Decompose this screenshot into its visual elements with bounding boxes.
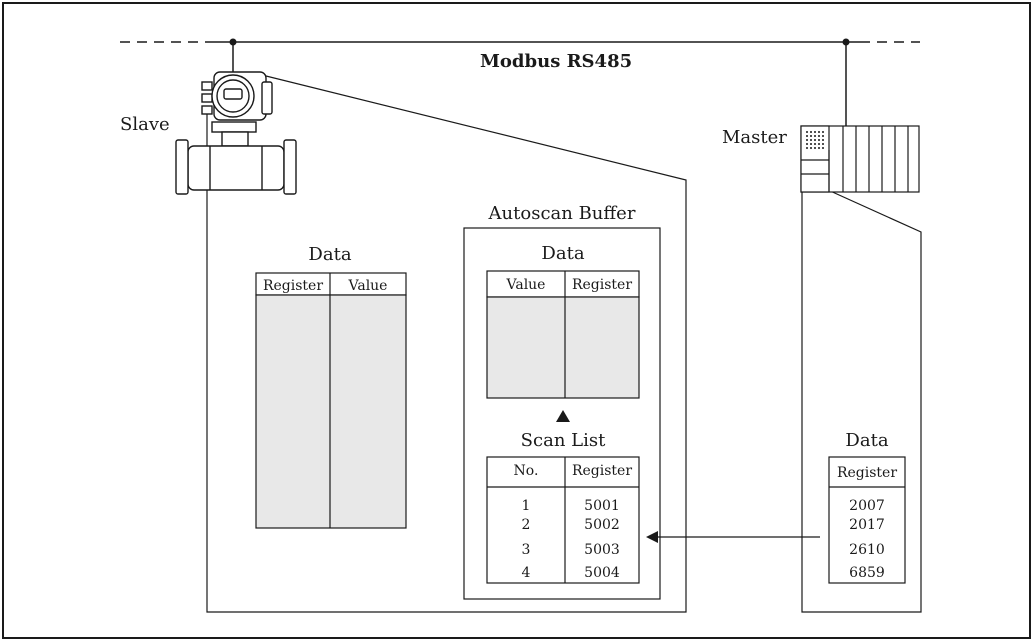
slave-data-table: Data Register Value — [255, 244, 407, 529]
scan-list-no: 2 — [522, 517, 531, 533]
autoscan-box — [463, 227, 661, 600]
autoscan-data-header — [486, 270, 640, 298]
flowmeter-icon — [175, 71, 297, 195]
scan-list-no: 3 — [522, 542, 531, 558]
master-data-box — [828, 456, 906, 584]
arrow-left-icon — [646, 531, 658, 543]
scan-list-no: 1 — [522, 498, 531, 514]
bus-label: Modbus RS485 — [480, 51, 632, 72]
master-data-title: Data — [845, 430, 888, 451]
master-region-outline — [801, 189, 922, 613]
slave-col-register: Register — [263, 278, 323, 294]
autoscan-col-register: Register — [572, 277, 632, 293]
autoscan-buffer: Autoscan Buffer Data Value Register Scan… — [463, 203, 661, 600]
scan-list-title: Scan List — [521, 430, 606, 451]
scan-list-col-register: Register — [572, 463, 632, 479]
slave-data-body — [255, 294, 407, 529]
autoscan-data-title: Data — [541, 243, 584, 264]
slave-label: Slave — [120, 114, 170, 135]
master-register-value: 2610 — [849, 542, 885, 558]
autoscan-col-value: Value — [506, 277, 546, 293]
master-col-register: Register — [837, 465, 897, 481]
plc-icon — [800, 125, 920, 193]
modbus-bus: Modbus RS485 — [120, 38, 920, 126]
scan-list-register: 5003 — [584, 542, 620, 558]
scan-list-register: 5001 — [584, 498, 620, 514]
slave-col-value: Value — [348, 278, 388, 294]
scan-list-no: 4 — [522, 565, 531, 581]
slave-data-title: Data — [308, 244, 351, 265]
scan-list-table — [486, 456, 640, 584]
scan-list-register: 5002 — [584, 517, 620, 533]
master-data-table: Data Register 2007 2017 2610 6859 — [828, 430, 906, 584]
master-register-value: 6859 — [849, 565, 885, 581]
scan-list-register: 5004 — [584, 565, 620, 581]
master-label: Master — [722, 127, 787, 148]
master-register-value: 2017 — [849, 517, 885, 533]
master-to-scanlist-arrow — [646, 531, 820, 543]
arrow-up-icon — [556, 410, 570, 422]
master-register-value: 2007 — [849, 498, 885, 514]
autoscan-title: Autoscan Buffer — [488, 203, 636, 224]
slave-region-outline — [206, 74, 687, 613]
scan-list-col-no: No. — [514, 463, 539, 479]
autoscan-data-body — [486, 296, 640, 399]
